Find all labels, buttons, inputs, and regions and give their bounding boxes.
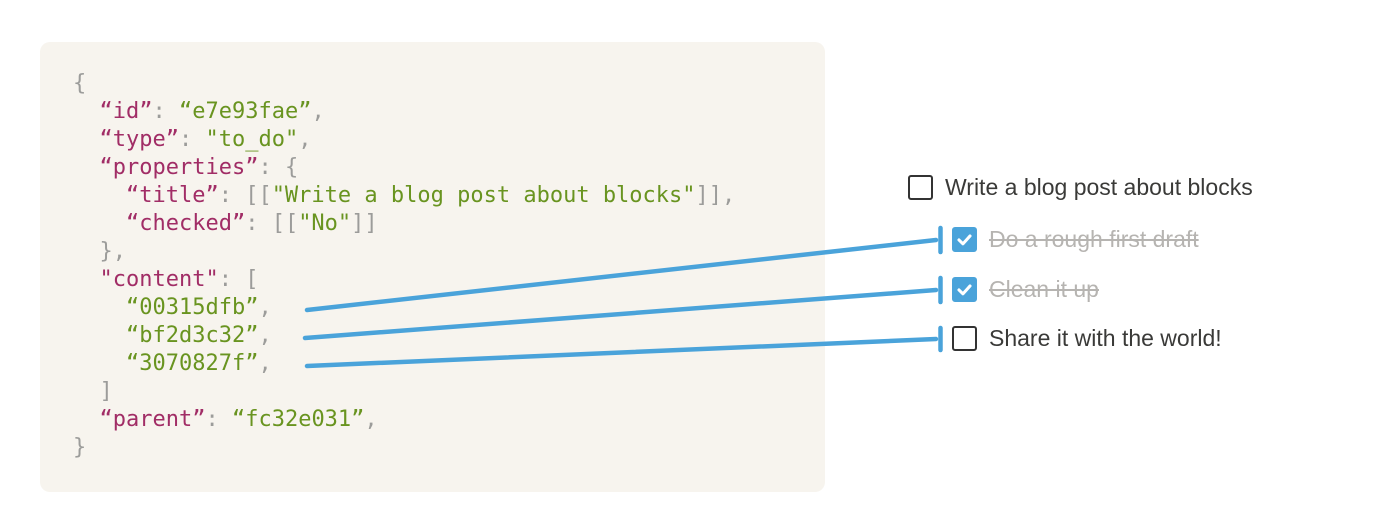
todo-label: Share it with the world! <box>989 325 1222 351</box>
code-line: "content": [ <box>99 267 259 292</box>
json-code-listing: { “id”: “e7e93fae”, “type”: "to_do", “pr… <box>73 70 825 462</box>
code-line: “3070827f”, <box>125 351 272 376</box>
code-line: “type”: "to_do", <box>99 127 312 152</box>
checkmark-icon <box>957 234 972 246</box>
code-line: “id”: “e7e93fae”, <box>99 99 325 124</box>
checkbox-checked-icon[interactable] <box>952 227 977 252</box>
todo-label: Write a blog post about blocks <box>945 174 1253 200</box>
code-line: ] <box>73 379 113 404</box>
checkbox-checked-icon[interactable] <box>952 277 977 302</box>
checkmark-icon <box>957 284 972 296</box>
todo-item-child-1: Do a rough first draft <box>952 227 1199 252</box>
code-line: “properties”: { <box>99 155 299 180</box>
todo-label: Clean it up <box>989 276 1099 302</box>
code-line: “00315dfb”, <box>125 295 272 320</box>
code-line: { <box>73 71 87 96</box>
todo-item-parent: Write a blog post about blocks <box>908 175 1253 200</box>
code-line: “bf2d3c32”, <box>125 323 272 348</box>
todo-item-child-3: Share it with the world! <box>952 326 1222 351</box>
code-block-panel: { “id”: “e7e93fae”, “type”: "to_do", “pr… <box>40 42 825 492</box>
checkbox-unchecked-icon[interactable] <box>952 326 977 351</box>
checkbox-unchecked-icon[interactable] <box>908 175 933 200</box>
code-line: “title”: [["Write a blog post about bloc… <box>125 183 736 208</box>
code-line: “parent”: “fc32e031”, <box>99 407 378 432</box>
todo-label: Do a rough first draft <box>989 226 1199 252</box>
code-line: “checked”: [["No"]] <box>125 211 378 236</box>
todo-item-child-2: Clean it up <box>952 277 1099 302</box>
code-line: } <box>73 435 87 460</box>
code-line: }, <box>73 239 126 264</box>
